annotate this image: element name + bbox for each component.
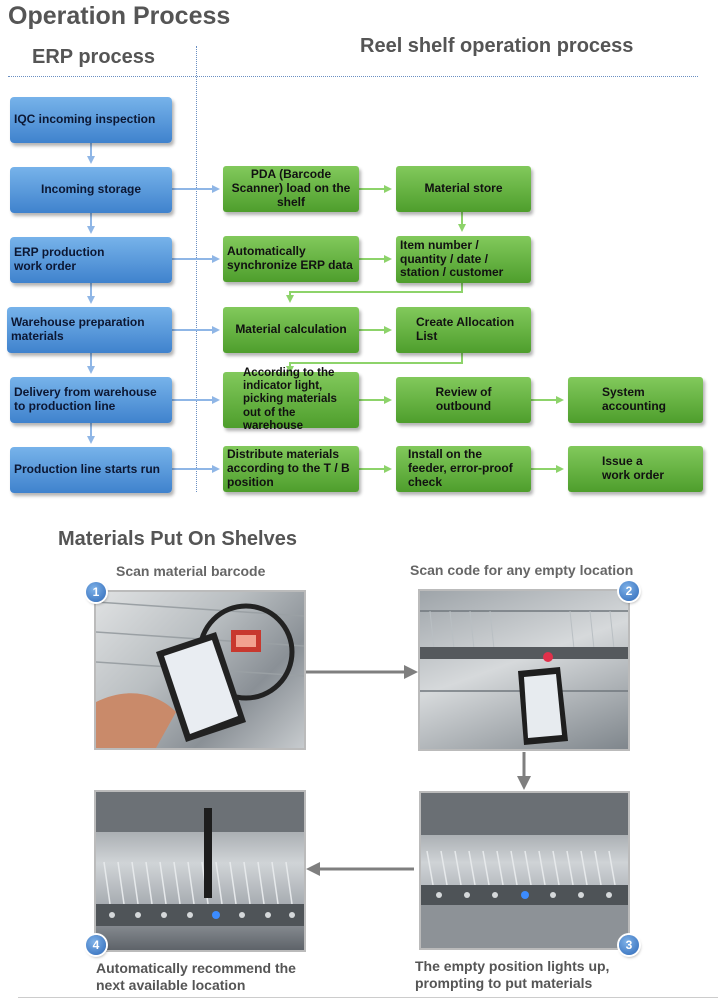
shelf-scan-icon <box>420 610 628 745</box>
reel-heading: Reel shelf operation process <box>360 35 634 57</box>
photo-scan-barcode <box>94 590 306 750</box>
step-4-label: Automatically recommend the next availab… <box>96 960 296 993</box>
reel-step-item-info: Item number / quantity / date / station … <box>396 236 531 283</box>
page-title: Operation Process <box>8 2 231 30</box>
reel-step-material-calc: Material calculation <box>223 307 359 353</box>
step-badge-2: 2 <box>619 581 639 601</box>
reel-step-material-store: Material store <box>396 166 531 212</box>
shelf-lights-icon <box>96 792 304 926</box>
step-badge-1: 1 <box>86 582 106 602</box>
handheld-scanner-icon <box>96 601 304 748</box>
erp-step-production-run: Production line starts run <box>10 447 172 493</box>
reel-step-allocation: Create Allocation List <box>396 307 531 353</box>
reel-step-accounting: System accounting <box>568 377 703 423</box>
erp-step-warehouse-prep: Warehouse preparation materials <box>7 307 172 353</box>
reel-step-auto-sync: Automatically synchronize ERP data <box>223 236 359 282</box>
erp-step-incoming-storage: Incoming storage <box>10 167 172 213</box>
erp-heading: ERP process <box>32 46 156 68</box>
header-divider <box>8 76 698 77</box>
step-badge-3: 3 <box>619 935 639 955</box>
reel-step-pda-load: PDA (Barcode Scanner) load on the shelf <box>223 166 359 212</box>
reel-step-issue: Issue a work order <box>568 446 703 492</box>
reel-arrow-4 <box>286 283 463 303</box>
step-3-label: The empty position lights up, prompting … <box>415 958 610 991</box>
reel-step-picking: According to the indicator light, pickin… <box>223 367 359 432</box>
bottom-divider <box>18 997 718 998</box>
erp-step-iqc: IQC incoming inspection <box>10 97 172 143</box>
step-badge-4: 4 <box>86 935 106 955</box>
photo-scan-empty-location <box>418 589 630 751</box>
reel-step-review: Review of outbound <box>396 377 531 423</box>
reel-step-install: Install on the feeder, error-proof check <box>396 446 531 492</box>
column-divider <box>196 46 197 492</box>
shelf-indicator-icon <box>421 793 628 948</box>
shelves-title: Materials Put On Shelves <box>58 528 297 550</box>
step-2-label: Scan code for any empty location <box>410 562 634 578</box>
photo-recommend-location <box>94 790 306 952</box>
photo-empty-position-lights <box>419 791 630 950</box>
reel-arrow-6 <box>286 353 463 374</box>
step-1-label: Scan material barcode <box>116 563 266 579</box>
reel-step-distribute: Distribute materials according to the T … <box>223 446 359 492</box>
erp-step-delivery: Delivery from warehouse to production li… <box>10 377 172 423</box>
erp-step-production-order: ERP production work order <box>10 237 172 283</box>
